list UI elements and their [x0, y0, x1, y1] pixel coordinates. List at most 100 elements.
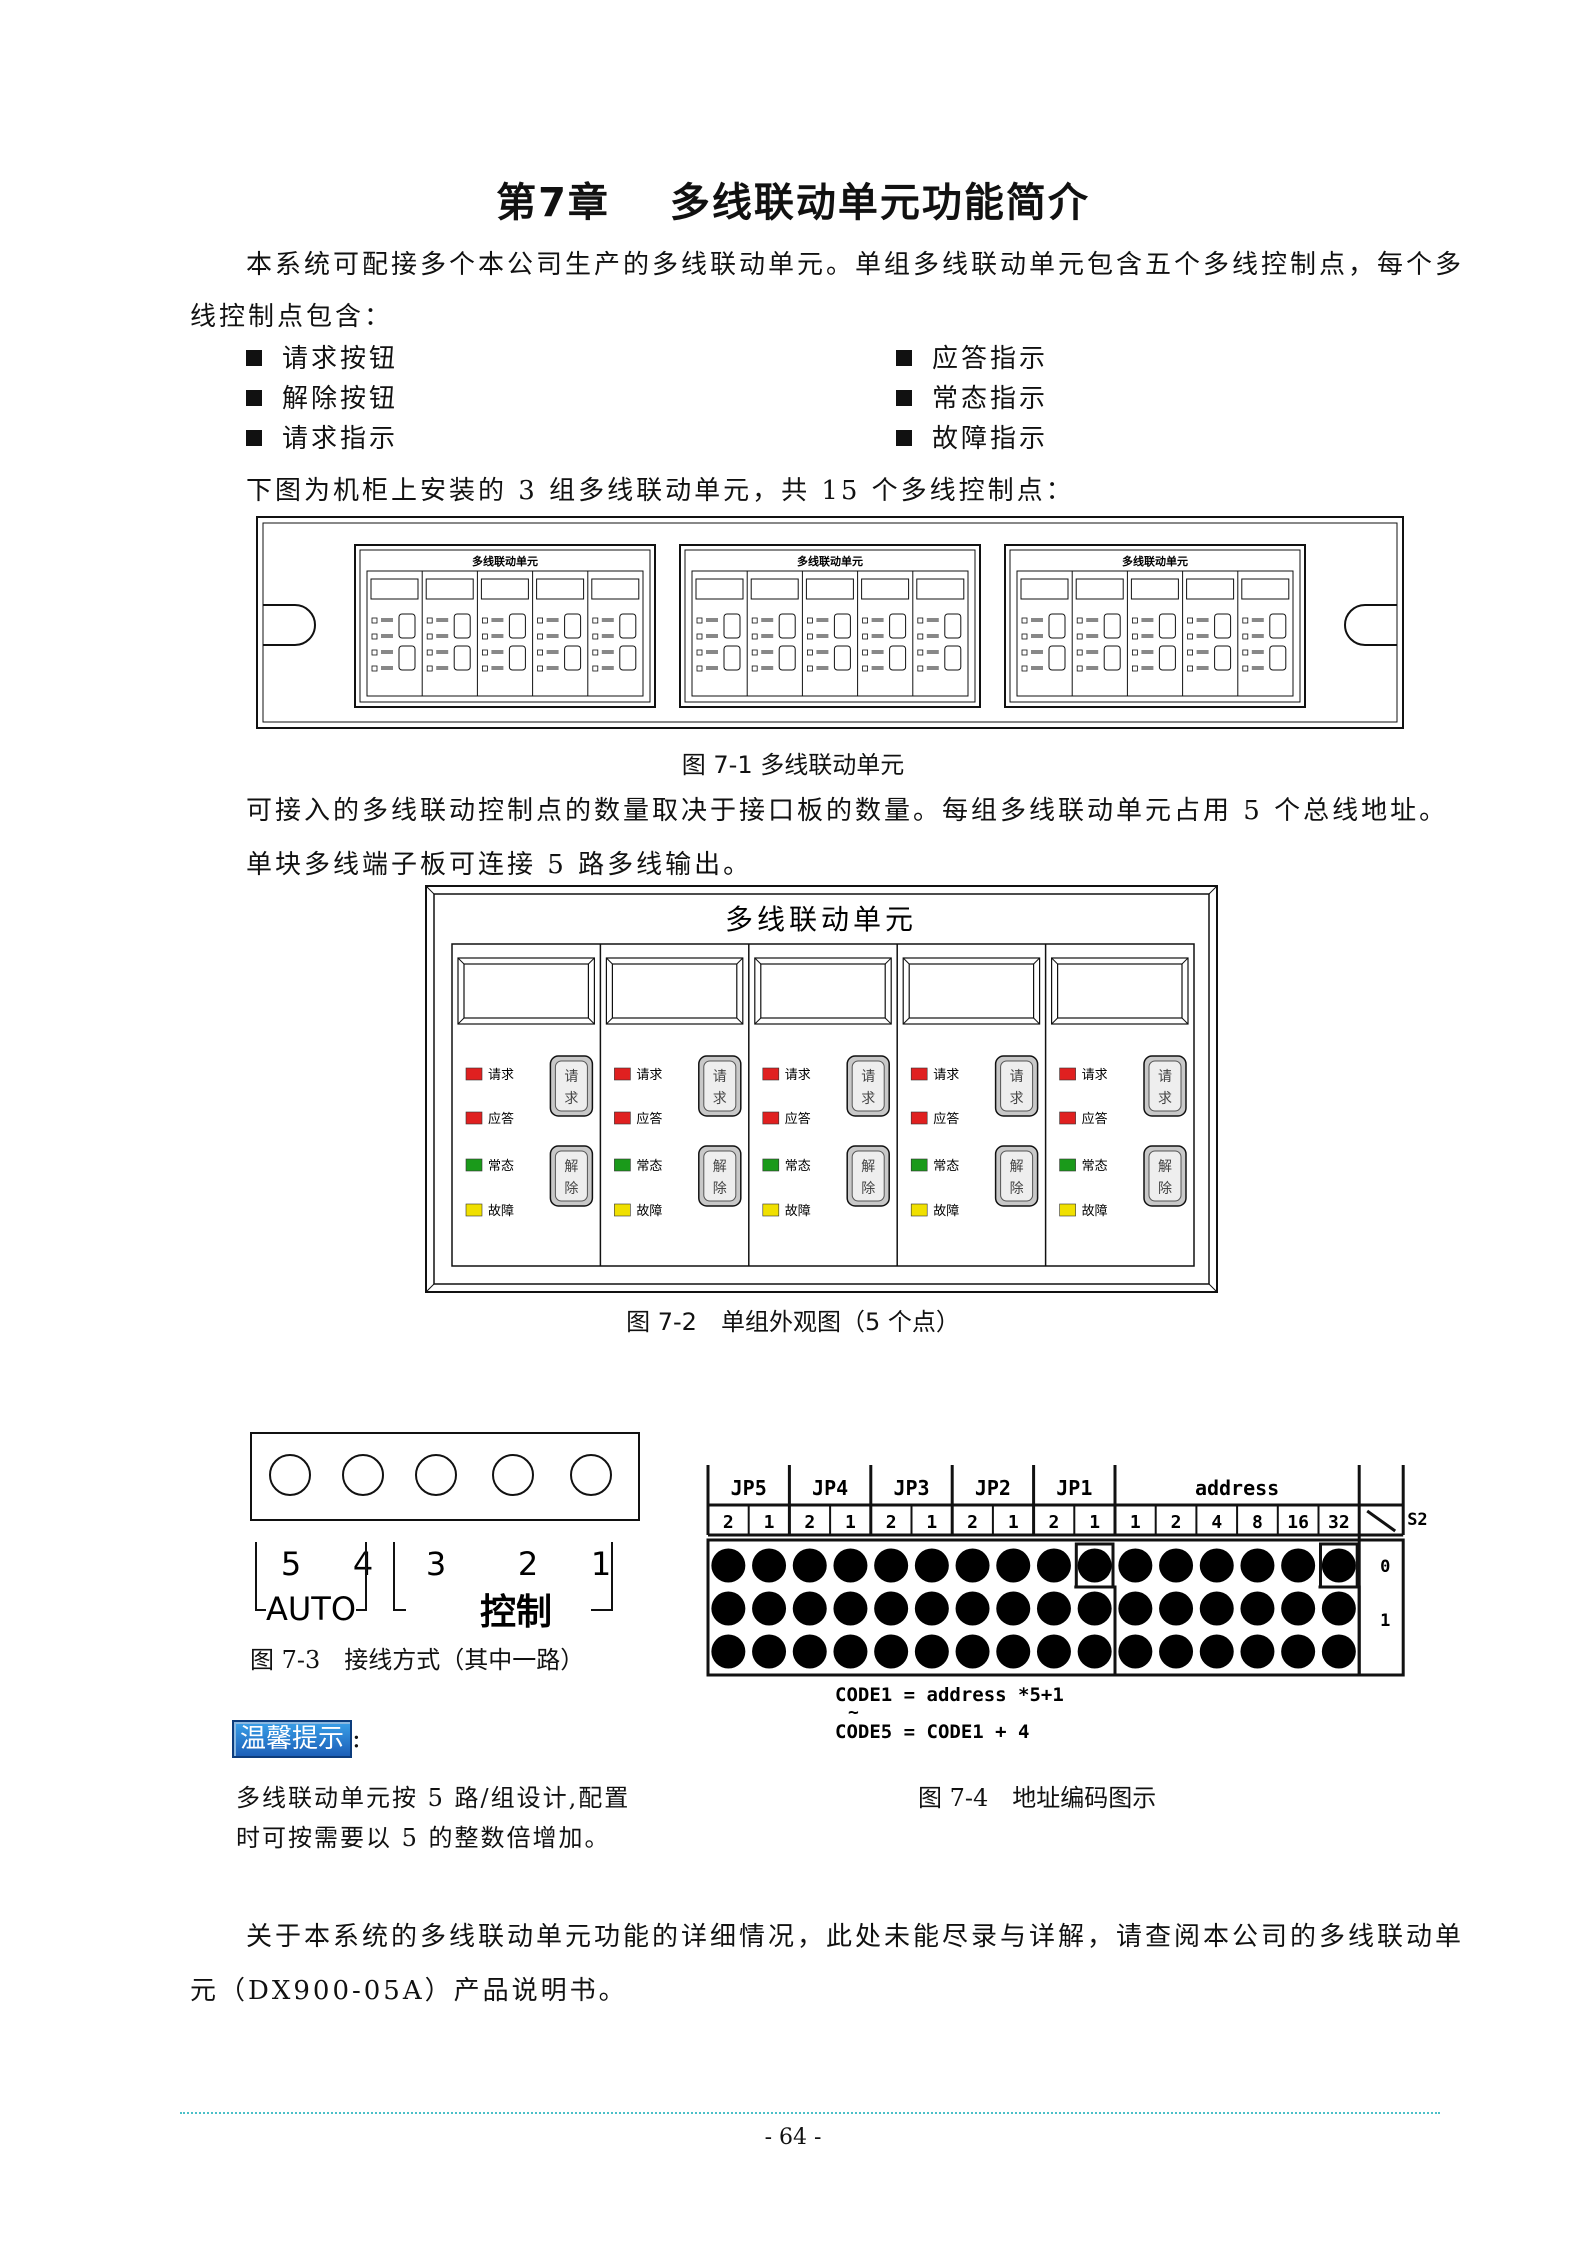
fig1-led	[862, 665, 868, 672]
jumper-pin	[1281, 1591, 1316, 1626]
request-label: 请求	[488, 1068, 514, 1083]
jumper-pin	[1321, 1548, 1356, 1583]
jumper-pin	[1321, 1634, 1356, 1669]
fig1-caption: 图 7-1 多线联动单元	[681, 751, 905, 779]
jumper-pin	[1199, 1548, 1234, 1583]
terminal-circle	[570, 1454, 612, 1496]
fig1-led	[862, 649, 868, 656]
jumper-pin	[833, 1634, 868, 1669]
fault-led	[1059, 1203, 1076, 1217]
intro-line-2: 线控制点包含：	[190, 302, 394, 332]
terminal-circle	[415, 1454, 457, 1496]
chapter-number: 第7章	[496, 180, 610, 226]
slash-mark	[1366, 1509, 1397, 1533]
fig1-led	[426, 665, 433, 672]
bullet-request-button: 请求按钮	[246, 338, 398, 375]
normal-label: 常态	[636, 1159, 662, 1174]
fig1-led	[592, 649, 599, 656]
chapter-title: 第7章多线联动单元功能简介	[0, 170, 1586, 228]
fig1-release-button	[778, 645, 796, 671]
fig1-led	[1132, 665, 1138, 672]
jumper-pin	[996, 1634, 1031, 1669]
release-button: 解除	[698, 1145, 742, 1207]
fig1-led	[537, 633, 544, 640]
fault-label: 故障	[785, 1204, 811, 1219]
bit-label: 2	[886, 1512, 897, 1533]
answer-label: 应答	[785, 1111, 811, 1127]
bit-label: 2	[967, 1512, 978, 1533]
svg-text:求: 求	[713, 1091, 727, 1107]
jumper-pin	[1159, 1548, 1194, 1583]
display-window	[754, 957, 892, 1025]
bit-label: 1	[1089, 1512, 1100, 1533]
svg-text:求: 求	[861, 1091, 875, 1107]
tip-heading: 温馨提示:	[232, 1718, 361, 1758]
svg-text:请: 请	[861, 1069, 875, 1085]
footer-divider	[180, 2112, 1440, 2114]
fig1-led	[1076, 617, 1083, 624]
jumper-pin	[1036, 1634, 1071, 1669]
jumper-pin	[1077, 1634, 1112, 1669]
fault-led	[762, 1203, 780, 1217]
svg-text:除: 除	[1010, 1181, 1024, 1197]
fig1-cell-display	[591, 578, 640, 600]
fig1-unit-title: 多线联动单元	[1122, 554, 1188, 568]
request-led	[465, 1067, 483, 1081]
normal-led	[762, 1158, 780, 1172]
jumper-pin	[1077, 1591, 1112, 1626]
jumper-pin	[1036, 1591, 1071, 1626]
fig1-cell-display	[750, 578, 799, 600]
bit-label: 32	[1328, 1512, 1350, 1533]
fig1-release-button	[508, 645, 526, 671]
fig1-request-button	[619, 613, 637, 639]
jumper-pin	[1118, 1591, 1153, 1626]
jumper-pin	[833, 1591, 868, 1626]
normal-label: 常态	[488, 1159, 514, 1174]
fig1-led	[426, 649, 433, 656]
fig1-release-button	[944, 645, 962, 671]
fig1-led	[481, 617, 488, 624]
fig1-led	[807, 633, 813, 640]
fig1-unit: 多线联动单元	[354, 544, 656, 708]
jumper-pin	[874, 1591, 909, 1626]
svg-text:请: 请	[564, 1069, 578, 1085]
terminal-number: 3	[426, 1545, 446, 1583]
fig1-cell-display	[1186, 578, 1235, 600]
fig1-request-button	[453, 613, 471, 639]
fig1-led	[1021, 633, 1028, 640]
fig1-led	[537, 617, 544, 624]
request-label: 请求	[1082, 1068, 1108, 1083]
tip-line-1: 多线联动单元按 5 路/组设计,配置	[236, 1784, 631, 1812]
bit-label: 8	[1252, 1512, 1263, 1533]
fig1-led	[1021, 665, 1028, 672]
formula-tilde: ~	[848, 1702, 859, 1723]
row-label: 0	[1380, 1557, 1390, 1577]
jumper-pin	[711, 1548, 746, 1583]
svg-text:除: 除	[713, 1181, 727, 1197]
fig1-led	[1242, 649, 1249, 656]
fig1-request-button	[778, 613, 796, 639]
fig1-request-button	[508, 613, 526, 639]
fig1-request-button	[944, 613, 962, 639]
terminal-number: 1	[591, 1545, 611, 1583]
bullet-fault-indicator: 故障指示	[896, 418, 1048, 455]
control-label: 控制	[480, 1592, 552, 1633]
fig1-led	[807, 617, 813, 624]
request-label: 请求	[785, 1068, 811, 1083]
fig1-release-button	[1158, 645, 1176, 671]
fig1-led	[1132, 649, 1138, 656]
answer-label: 应答	[933, 1111, 959, 1127]
fig1-led	[1242, 665, 1249, 672]
fig1-release-button	[833, 645, 851, 671]
bit-label: 2	[723, 1512, 734, 1533]
fig1-led	[862, 633, 868, 640]
jumper-pin	[1118, 1548, 1153, 1583]
fig1-cell-display	[805, 578, 854, 600]
svg-text:解: 解	[1158, 1159, 1172, 1175]
fig1-release-button	[1214, 645, 1232, 671]
fig1-led	[1076, 649, 1083, 656]
auto-label: AUTO	[266, 1590, 356, 1628]
fig1-led	[1021, 649, 1028, 656]
